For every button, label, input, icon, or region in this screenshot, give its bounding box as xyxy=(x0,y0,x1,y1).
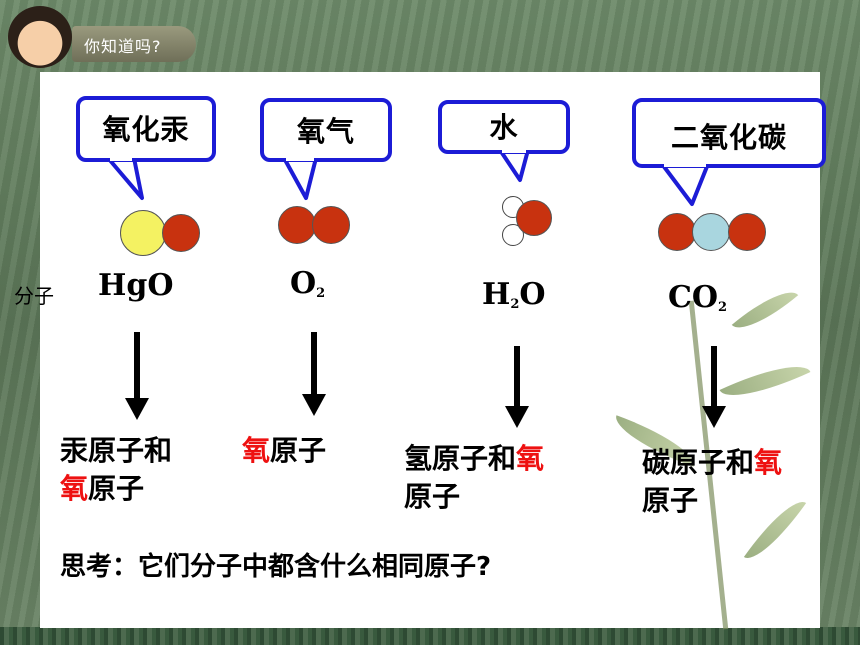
atoms-text: 原子 xyxy=(404,480,461,513)
down-arrow-icon xyxy=(302,332,326,422)
atoms-highlight: 氧 xyxy=(60,472,89,505)
oxygen-atom xyxy=(278,206,316,244)
formula-text: O xyxy=(290,266,317,301)
oxygen-atom xyxy=(728,213,766,251)
atoms-text: 汞原子和 xyxy=(60,434,173,467)
atoms-text: 原子 xyxy=(88,472,145,505)
badge-pill: 你知道吗? xyxy=(72,26,196,62)
atoms-co2: 碳原子和氧 原子 xyxy=(642,444,782,520)
down-arrow-icon xyxy=(125,332,149,422)
formula-co2: CO2 xyxy=(668,280,727,315)
formula-text: CO xyxy=(668,280,719,315)
atoms-highlight: 氧 xyxy=(242,434,271,467)
down-arrow-icon xyxy=(505,346,529,432)
hydrogen-atom xyxy=(502,224,524,246)
molecule-name: 氧化汞 xyxy=(102,113,190,146)
did-you-know-badge: 你知道吗? xyxy=(6,4,202,70)
atoms-hgo: 汞原子和 氧原子 xyxy=(60,432,172,508)
molecule-name: 二氧化碳 xyxy=(670,121,787,154)
atoms-h2o: 氢原子和氧 原子 xyxy=(404,440,544,516)
molecule-row-label: 分子 xyxy=(14,284,54,308)
oxygen-atom xyxy=(658,213,696,251)
carbon-atom xyxy=(692,213,730,251)
atoms-o2: 氧原子 xyxy=(242,432,326,470)
formula-subscript: 2 xyxy=(718,300,728,315)
down-arrow-icon xyxy=(702,346,726,432)
grass-strip xyxy=(0,627,860,645)
oxygen-atom xyxy=(162,214,200,252)
molecule-name: 氧气 xyxy=(296,115,355,148)
molecule-name: 水 xyxy=(489,111,519,144)
formula-hgo: HgO xyxy=(98,268,173,303)
atoms-text: 原子 xyxy=(270,434,327,467)
formula-o2: O2 xyxy=(290,266,325,301)
formula-subscript: 2 xyxy=(510,297,520,312)
oxygen-atom xyxy=(516,200,552,236)
mercury-atom xyxy=(120,210,166,256)
formula-h2o: H2O xyxy=(482,277,546,312)
atoms-text: 原子 xyxy=(642,484,699,517)
formula-text: H xyxy=(482,277,511,312)
oxygen-atom xyxy=(312,206,350,244)
formula-text: O xyxy=(519,277,546,312)
badge-text: 你知道吗? xyxy=(84,37,162,56)
atoms-text: 碳原子和 xyxy=(642,446,755,479)
atoms-highlight: 氧 xyxy=(516,442,545,475)
atoms-text: 氢原子和 xyxy=(404,442,517,475)
formula-text: HgO xyxy=(98,268,174,303)
question-text: 思考：它们分子中都含什么相同原子? xyxy=(60,552,492,582)
formula-subscript: 2 xyxy=(316,286,326,301)
atoms-highlight: 氧 xyxy=(754,446,783,479)
girl-avatar-icon xyxy=(8,6,72,68)
